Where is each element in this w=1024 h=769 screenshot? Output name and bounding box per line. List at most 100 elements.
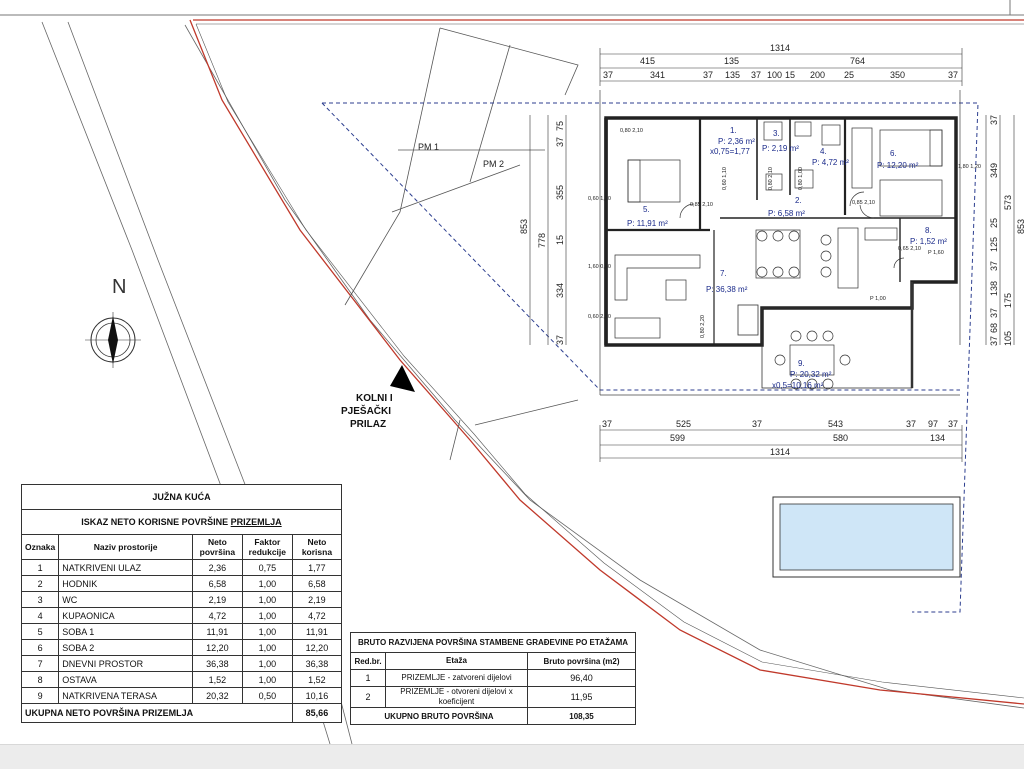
room-4-number: 4.	[820, 147, 827, 156]
dim-top-d6: 100	[767, 70, 782, 80]
dim-top-mid-1: 415	[640, 56, 655, 66]
room-3-number: 3.	[773, 129, 780, 138]
door-mark-14: 0,80 2,20	[700, 315, 706, 338]
room-1-area: P: 2,36 m²	[718, 137, 755, 146]
dim-top-d4: 135	[725, 70, 740, 80]
room-6-number: 6.	[890, 149, 897, 158]
parcel-label-pm2: PM 2	[483, 159, 504, 169]
dim-bot-mid-2: 580	[833, 433, 848, 443]
dim-left-i5: 334	[555, 283, 565, 298]
gross-area-table: BRUTO RAZVIJENA POVRŠINA STAMBENE GRAĐEV…	[350, 632, 636, 725]
dim-left-i6: 37	[555, 335, 565, 345]
dim-top-mid-3: 764	[850, 56, 865, 66]
dimension-lines	[529, 48, 1015, 462]
dim-right-i3: 25	[989, 218, 999, 228]
door-mark-3: 0,85 2,10	[690, 202, 713, 208]
door-mark-11: P 1,00	[870, 296, 886, 302]
room-8-number: 8.	[925, 226, 932, 235]
door-mark-10: 1,60 0,60	[588, 264, 611, 270]
door-mark-1: 0,80 2,10	[620, 128, 643, 134]
dim-top-total: 1314	[770, 43, 790, 53]
dim-bot-d4: 543	[828, 419, 843, 429]
col-neto-korisna: Neto korisna	[291, 534, 343, 560]
gross-total-row: UKUPNO BRUTO POVRŠINA 108,35	[350, 707, 636, 725]
dim-right-i9: 37	[989, 336, 999, 346]
col-bruto: Bruto površina (m2)	[527, 652, 636, 670]
dim-right-i5: 37	[989, 261, 999, 271]
net-total-label: UKUPNA NETO POVRŠINA PRIZEMLJA	[21, 703, 293, 723]
dim-top-d7: 15	[785, 70, 795, 80]
dim-bot-mid-3: 134	[930, 433, 945, 443]
col-faktor: Faktor redukcije	[241, 534, 293, 560]
room-5-area: P: 11,91 m²	[627, 219, 668, 228]
col-oznaka: Oznaka	[20, 534, 60, 560]
access-label-3: PRILAZ	[350, 419, 386, 430]
access-label-1: KOLNI I	[356, 393, 393, 404]
door-mark-4: 0,80 2,10	[768, 167, 774, 190]
dim-right-i7: 37	[989, 308, 999, 318]
room-1-coef: x0,75=1,77	[710, 147, 750, 156]
net-total-value: 85,66	[291, 703, 343, 723]
furniture	[614, 121, 943, 390]
room-2-area: P: 6,58 m²	[768, 209, 805, 218]
net-table-subtitle: ISKAZ NETO KORISNE POVRŠINE PRIZEMLJA	[21, 509, 342, 535]
dim-right-i4: 125	[989, 237, 999, 252]
net-total-row: UKUPNA NETO POVRŠINA PRIZEMLJA 85,66	[21, 703, 343, 723]
viewer-bottom-bar	[0, 744, 1024, 769]
dim-right-mid-2: 175	[1003, 293, 1013, 308]
dim-top-d1: 37	[603, 70, 613, 80]
room-4-area: P: 4,72 m²	[812, 158, 849, 167]
dim-top-d10: 350	[890, 70, 905, 80]
dim-top-d5: 37	[751, 70, 761, 80]
dim-bot-total: 1314	[770, 447, 790, 457]
dim-top-d9: 25	[844, 70, 854, 80]
door-mark-12: P 1,60	[928, 250, 944, 256]
dim-top-mid-2: 135	[724, 56, 739, 66]
room-9-area: P: 20,32 m²	[790, 370, 832, 379]
dim-left-i2: 37	[555, 137, 565, 147]
dim-right-i2: 349	[989, 163, 999, 178]
door-mark-8: 0,60 1,20	[588, 196, 611, 202]
compass-icon: N	[85, 276, 141, 368]
dim-bot-d1: 37	[602, 419, 612, 429]
room-6-area: P: 12,20 m²	[877, 161, 919, 170]
room-3-area: P: 2,19 m²	[762, 144, 799, 153]
col-red-br: Red.br.	[350, 652, 386, 670]
room-2-number: 2.	[795, 196, 802, 205]
dim-top-d11: 37	[948, 70, 958, 80]
gross-table-title: BRUTO RAZVIJENA POVRŠINA STAMBENE GRAĐEV…	[350, 632, 636, 653]
parcel-label-pm1: PM 1	[418, 142, 439, 152]
dim-top-d3: 37	[703, 70, 713, 80]
dim-left-total: 853	[519, 219, 529, 234]
net-area-table: JUŽNA KUĆA ISKAZ NETO KORISNE POVRŠINE P…	[20, 484, 343, 723]
property-boundary	[189, 19, 1024, 705]
dim-bot-d6: 97	[928, 419, 938, 429]
gross-total-label: UKUPNO BRUTO POVRŠINA	[350, 707, 528, 725]
dim-right-i1: 37	[989, 115, 999, 125]
dim-left-i1: 75	[555, 121, 565, 131]
north-label: N	[112, 276, 126, 298]
door-mark-5: 0,80 1,00	[798, 167, 804, 190]
terrace	[737, 282, 914, 389]
dim-top-d8: 200	[810, 70, 825, 80]
dim-bot-d5: 37	[906, 419, 916, 429]
dim-top-d2: 341	[650, 70, 665, 80]
site-lines	[599, 90, 961, 396]
dim-bot-mid-1: 599	[670, 433, 685, 443]
gross-total-value: 108,35	[527, 707, 636, 725]
door-mark-2: 0,60 1,10	[722, 167, 728, 190]
room-9-coef: x0,5=10,16 m²	[772, 381, 824, 390]
parcel-lines	[344, 27, 579, 461]
room-5-number: 5.	[643, 205, 650, 214]
room-9-number: 9.	[798, 359, 805, 368]
dim-left-i4: 15	[555, 235, 565, 245]
door-mark-7: 0,65 2,10	[898, 246, 921, 252]
access-arrow-icon	[390, 365, 415, 392]
